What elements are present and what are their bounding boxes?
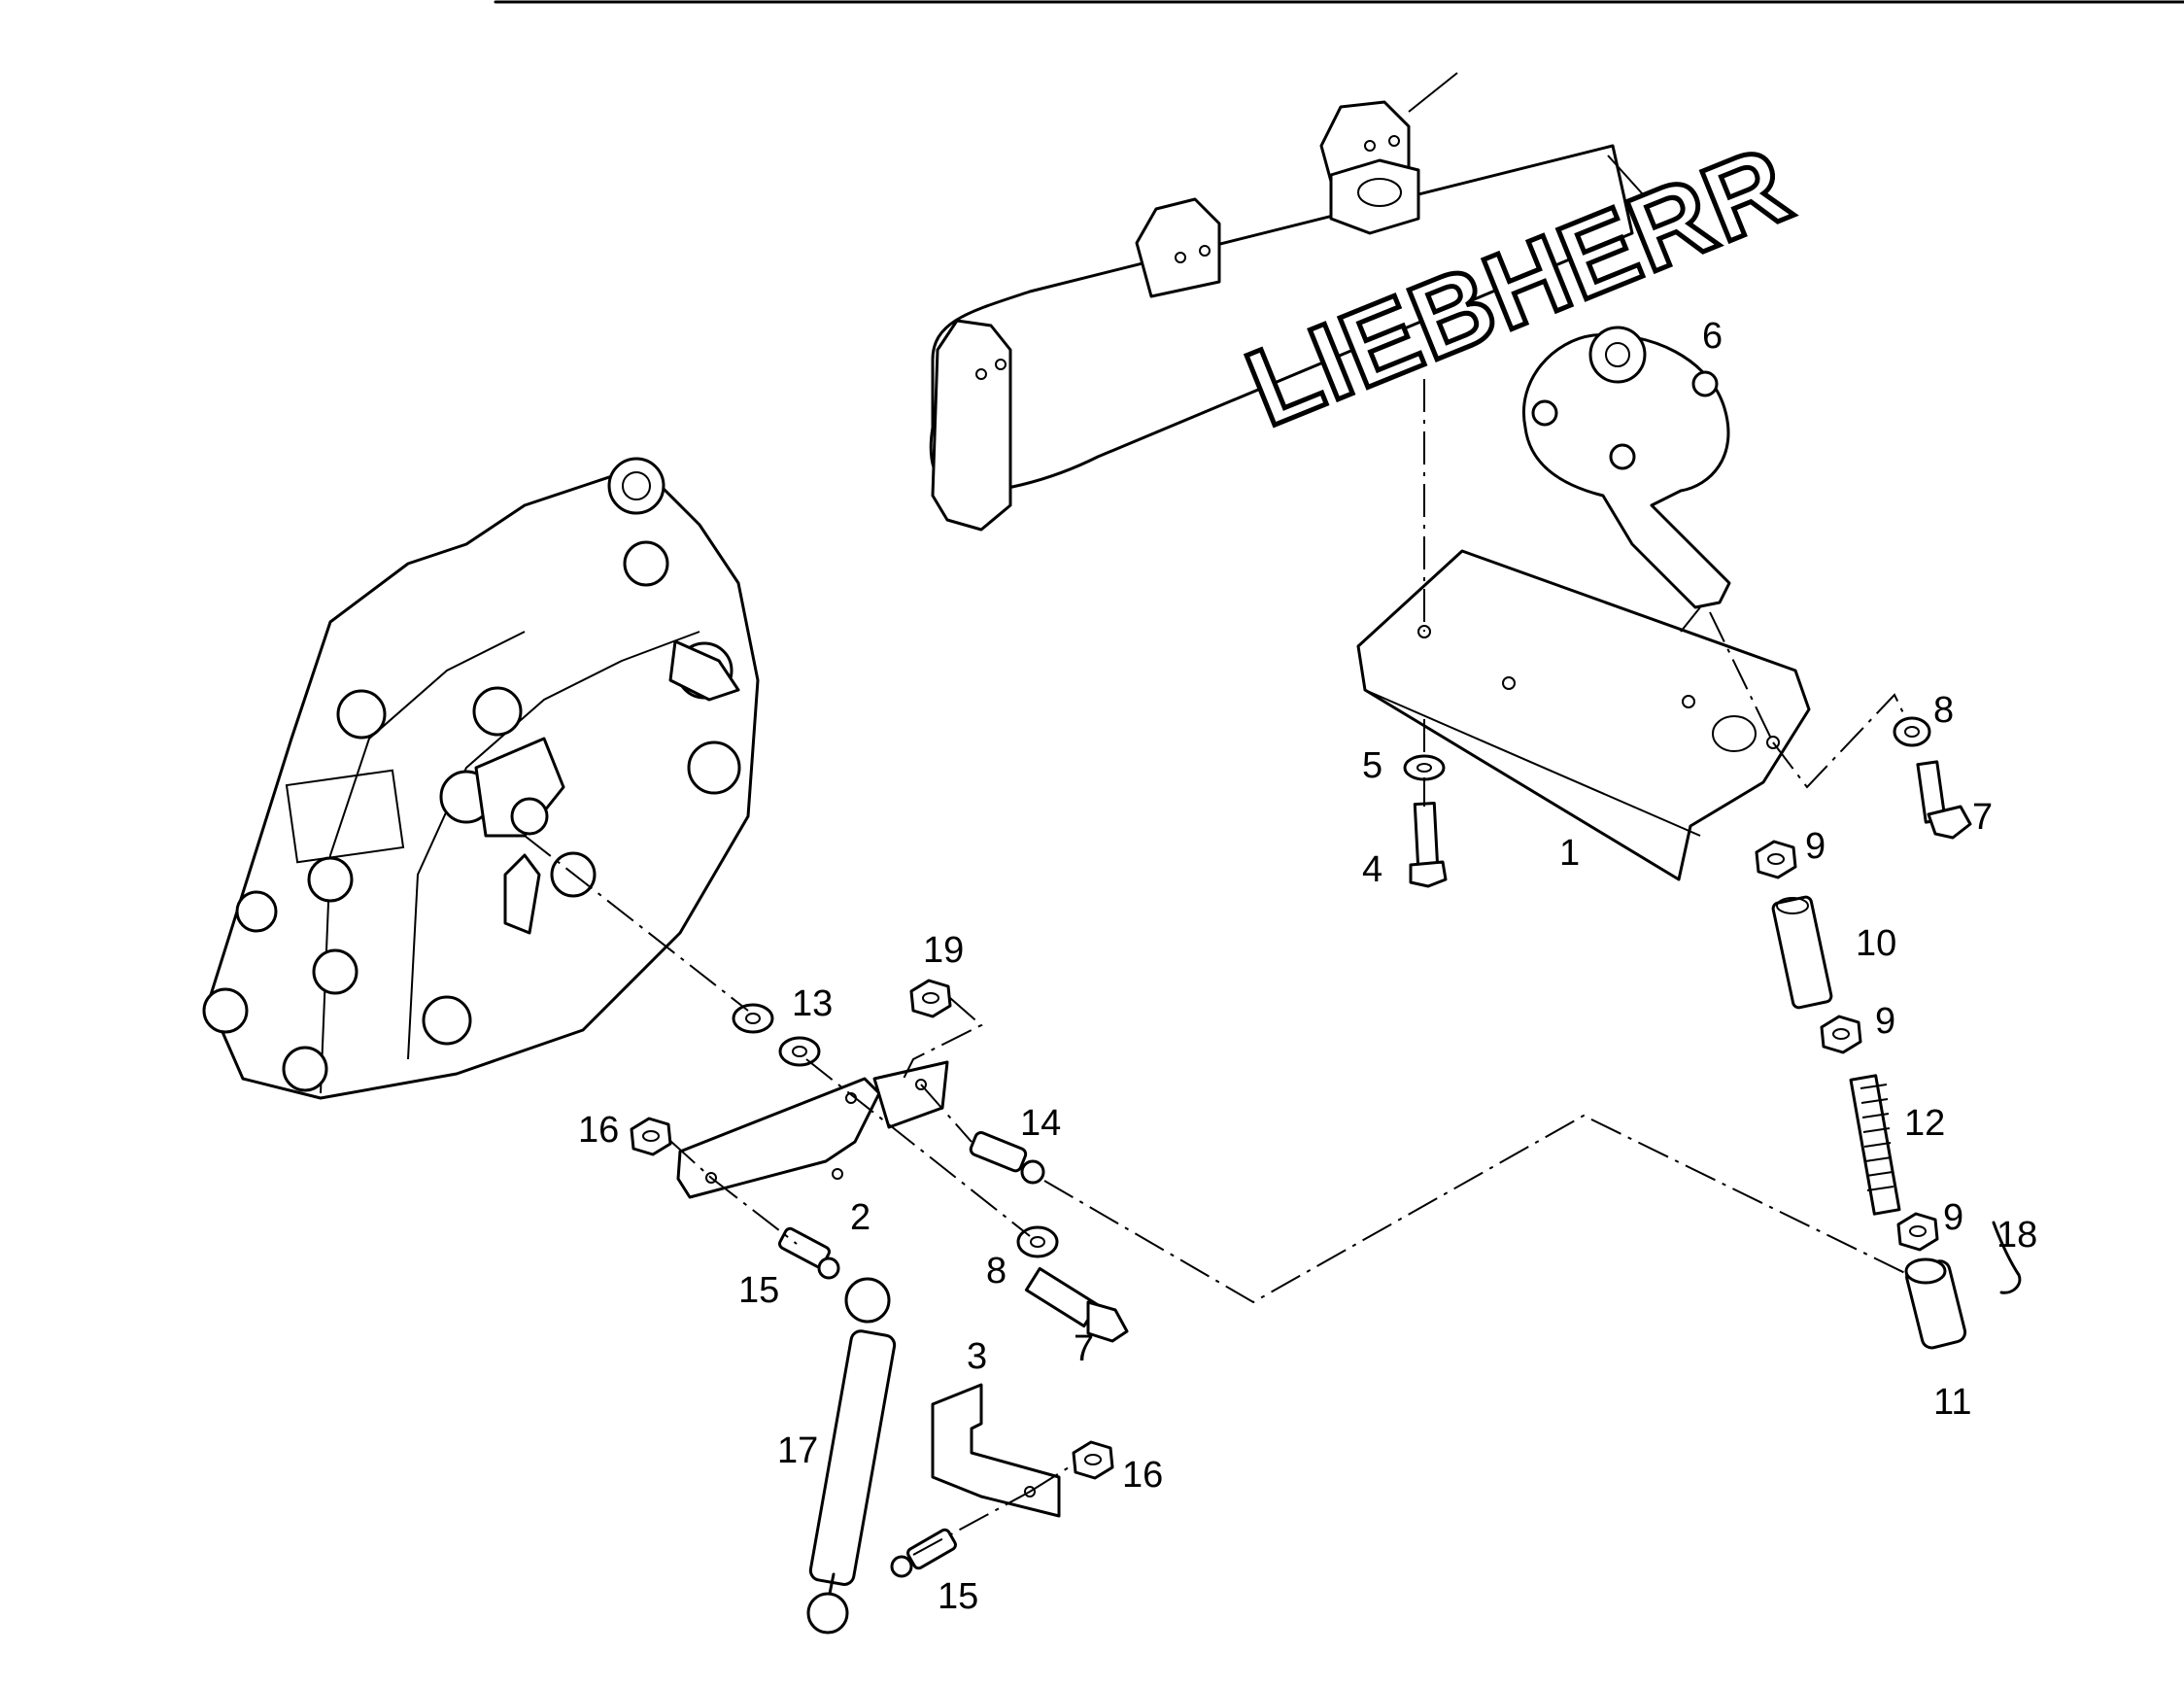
- callout-19: 19: [923, 930, 964, 971]
- callout-14: 14: [1020, 1103, 1061, 1144]
- callout-labels: 1 2 3 4 5 6 7 7 8 8 9 9 9 10 11 12 13 14…: [578, 316, 2037, 1617]
- callout-7-right: 7: [1972, 797, 1993, 838]
- callout-15-upper: 15: [738, 1270, 779, 1311]
- callout-5: 5: [1362, 745, 1382, 786]
- callout-4: 4: [1362, 849, 1382, 890]
- callout-16-left: 16: [578, 1110, 619, 1151]
- actuator-6: [1522, 326, 1731, 633]
- rod-end-11: [1904, 1257, 1967, 1350]
- callout-13: 13: [792, 983, 833, 1024]
- callout-10: 10: [1856, 923, 1896, 964]
- callout-16-lower: 16: [1122, 1455, 1163, 1496]
- callout-6: 6: [1702, 316, 1723, 357]
- callout-2: 2: [850, 1197, 870, 1238]
- bracket-2: [676, 1060, 949, 1199]
- callout-8-right: 8: [1933, 690, 1954, 731]
- bracket-3: [931, 1383, 1061, 1518]
- callout-11: 11: [1933, 1382, 1971, 1423]
- assembly-lines: [524, 379, 1910, 1556]
- callout-17: 17: [777, 1430, 818, 1471]
- threaded-rod-12: [1849, 1074, 1901, 1216]
- callout-18: 18: [1996, 1215, 2037, 1256]
- standoff-10: [1771, 895, 1833, 1010]
- callout-9-top: 9: [1805, 826, 1826, 867]
- bracket-1: [1356, 549, 1811, 881]
- callout-7-lower: 7: [1074, 1328, 1094, 1369]
- callout-3: 3: [967, 1336, 987, 1377]
- injection-pump: [202, 457, 760, 1100]
- callout-1: 1: [1559, 833, 1580, 874]
- callout-15-lower: 15: [938, 1576, 978, 1617]
- callout-9-low: 9: [1943, 1197, 1963, 1238]
- callout-12: 12: [1904, 1103, 1945, 1144]
- gas-spring-17: [806, 1277, 897, 1635]
- callout-8-lower: 8: [986, 1251, 1007, 1291]
- callout-9-mid: 9: [1875, 1001, 1895, 1042]
- hardware-nuts-washers-bolts: [630, 716, 2022, 1578]
